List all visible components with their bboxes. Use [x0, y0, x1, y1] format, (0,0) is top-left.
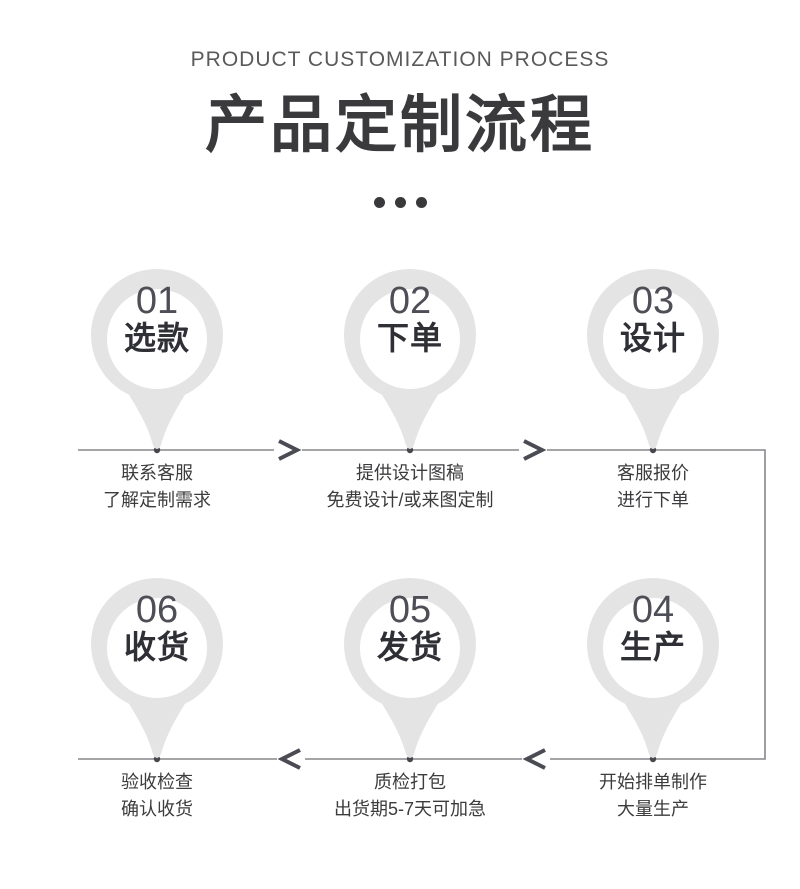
step-desc-line2: 出货期5-7天可加急: [333, 799, 486, 819]
step-desc-line1: 提供设计图稿: [356, 463, 464, 483]
step-desc-line2: 大量生产: [617, 799, 689, 819]
map-pin-icon: [587, 578, 719, 758]
step-desc-03: 客服报价 进行下单: [513, 460, 793, 514]
step-label: 收货: [123, 629, 190, 665]
pin-text: 01 选款: [91, 269, 223, 355]
step-pin-04: 04 生产: [587, 578, 719, 760]
step-number: 04: [631, 589, 675, 631]
title-dots: [0, 197, 800, 208]
step-label: 发货: [376, 629, 443, 665]
map-pin-icon: [587, 269, 719, 449]
step-pin-06: 06 收货: [91, 578, 223, 760]
step-desc-line1: 客服报价: [617, 463, 689, 483]
step-desc-line2: 进行下单: [617, 490, 689, 510]
dot-icon: [394, 197, 406, 208]
arrow-left-icon: [522, 748, 546, 770]
step-label: 选款: [123, 320, 190, 356]
step-pin-02: 02 下单: [344, 269, 476, 451]
arrow-left-icon: [277, 748, 301, 770]
step-desc-04: 开始排单制作 大量生产: [513, 769, 793, 823]
step-label: 下单: [376, 320, 443, 356]
pin-text: 04 生产: [587, 578, 719, 664]
step-desc-line2: 了解定制需求: [103, 490, 211, 510]
map-pin-icon: [344, 269, 476, 449]
step-number: 06: [135, 589, 179, 631]
step-desc-02: 提供设计图稿 免费设计/或来图定制: [270, 460, 550, 514]
pin-text: 05 发货: [344, 578, 476, 664]
step-pin-01: 01 选款: [91, 269, 223, 451]
step-desc-line2: 免费设计/或来图定制: [326, 490, 494, 510]
step-label: 设计: [619, 320, 686, 356]
step-desc-06: 验收检查 确认收货: [17, 769, 297, 823]
step-desc-01: 联系客服 了解定制需求: [17, 460, 297, 514]
step-desc-line1: 质检打包: [374, 772, 446, 792]
dot-icon: [373, 197, 385, 208]
map-pin-icon: [91, 269, 223, 449]
step-desc-line1: 验收检查: [121, 772, 193, 792]
step-number: 02: [388, 280, 432, 322]
step-desc-line2: 确认收货: [121, 799, 193, 819]
page-title: 产品定制流程: [204, 91, 595, 160]
map-pin-icon: [344, 578, 476, 758]
step-desc-line1: 联系客服: [121, 463, 193, 483]
step-number: 03: [631, 280, 675, 322]
pin-text: 02 下单: [344, 269, 476, 355]
subtitle-en: PRODUCT CUSTOMIZATION PROCESS: [190, 48, 610, 71]
step-pin-05: 05 发货: [344, 578, 476, 760]
step-number: 01: [135, 280, 179, 322]
step-number: 05: [388, 589, 432, 631]
step-desc-line1: 开始排单制作: [599, 772, 707, 792]
pin-text: 03 设计: [587, 269, 719, 355]
step-desc-05: 质检打包 出货期5-7天可加急: [270, 769, 550, 823]
step-pin-03: 03 设计: [587, 269, 719, 451]
arrow-right-icon: [523, 439, 547, 461]
map-pin-icon: [91, 578, 223, 758]
arrow-right-icon: [278, 439, 302, 461]
pin-text: 06 收货: [91, 578, 223, 664]
dot-icon: [415, 197, 427, 208]
step-label: 生产: [619, 629, 686, 665]
